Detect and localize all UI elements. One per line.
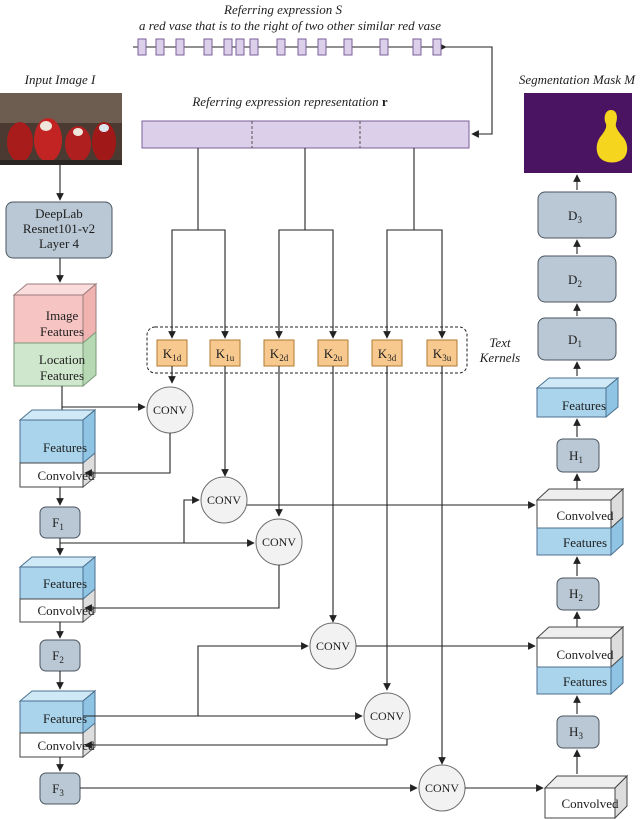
kernel-k2u: K2u <box>317 339 349 367</box>
f1-label: F1 <box>52 515 64 532</box>
feature-stack <box>12 282 98 388</box>
word-token <box>379 38 389 56</box>
conv-node-3: CONV <box>255 518 303 566</box>
word-token <box>412 38 422 56</box>
encoder-cube-3 <box>18 689 97 759</box>
decoder-block-d2 <box>537 255 617 303</box>
decoder-cube1-features-label: Features <box>563 535 607 550</box>
d2-label: D2 <box>568 272 582 289</box>
word-token <box>175 38 185 56</box>
h-block-h1 <box>556 438 600 473</box>
image-features-line1: Image <box>46 308 79 323</box>
conv-node-2: CONV <box>200 476 248 524</box>
svg-text:CONV: CONV <box>262 535 296 549</box>
word-token <box>249 38 259 56</box>
deeplab-line1: DeepLab <box>35 206 83 221</box>
word-token <box>137 38 147 56</box>
conv-node-1: CONV <box>146 386 194 434</box>
text-kernels-label-line1: Text <box>489 335 511 350</box>
word-token <box>203 38 213 56</box>
kernel-k3d: K3d <box>371 339 403 367</box>
svg-text:K2d: K2d <box>270 346 289 363</box>
decoder-cube-2 <box>535 625 625 696</box>
representation-vector <box>141 120 470 149</box>
cube1-convolved-label: Convolved <box>37 468 95 483</box>
location-features-line2: Features <box>40 368 84 383</box>
svg-text:CONV: CONV <box>425 781 459 795</box>
svg-text:K3d: K3d <box>378 346 397 363</box>
word-token <box>276 38 286 56</box>
h2-label: H2 <box>569 586 583 603</box>
location-features-line1: Location <box>39 352 86 367</box>
image-features-line2: Features <box>40 324 84 339</box>
word-token <box>223 38 233 56</box>
kernel-k1u: K1u <box>209 339 241 367</box>
decoder-cube3-convolved-label: Convolved <box>561 796 619 811</box>
representation-title: Referring expression representation r <box>191 94 388 109</box>
decoder-features-label: Features <box>562 398 606 413</box>
word-token <box>343 38 353 56</box>
decoder-cube-3 <box>543 774 629 819</box>
representation-symbol: r <box>382 94 388 109</box>
conv-node-5: CONV <box>363 692 411 740</box>
referring-expression-text: a red vase that is to the right of two o… <box>139 18 441 33</box>
h3-label: H3 <box>569 724 583 741</box>
word-token <box>297 38 307 56</box>
word-token <box>432 38 442 56</box>
svg-text:CONV: CONV <box>153 403 187 417</box>
referring-expression-title: Referring expression S <box>223 2 342 17</box>
cube2-features-label: Features <box>43 576 87 591</box>
deeplab-backbone-box <box>5 201 113 259</box>
decoder-features-cube <box>535 376 620 419</box>
d3-label: D3 <box>568 208 582 225</box>
f3-label: F3 <box>52 781 64 798</box>
kernel-k2d: K2d <box>263 339 295 367</box>
decoder-cube2-convolved-label: Convolved <box>556 647 614 662</box>
representation-title-text: Referring expression representation <box>191 94 378 109</box>
cube2-convolved-label: Convolved <box>37 603 95 618</box>
representation-branches <box>168 148 446 339</box>
svg-text:CONV: CONV <box>370 709 404 723</box>
decoder-block-d3 <box>537 191 617 239</box>
cube3-convolved-label: Convolved <box>37 738 95 753</box>
encoder-cube-1 <box>18 408 97 489</box>
svg-text:K3u: K3u <box>433 346 452 363</box>
d1-label: D1 <box>568 332 582 349</box>
svg-text:K1d: K1d <box>163 346 182 363</box>
decoder-block-d1 <box>537 317 617 361</box>
f2-label: F2 <box>52 648 64 665</box>
cube1-features-label: Features <box>43 440 87 455</box>
conv-node-6: CONV <box>418 764 466 812</box>
deeplab-line2: Resnet101-v2 <box>23 221 95 236</box>
cube3-features-label: Features <box>43 711 87 726</box>
segmentation-mask-title: Segmentation Mask M <box>519 72 636 87</box>
decoder-cube1-convolved-label: Convolved <box>556 508 614 523</box>
svg-text:K1u: K1u <box>216 346 235 363</box>
word-token <box>155 38 165 56</box>
word-token <box>317 38 327 56</box>
text-kernels-group <box>146 326 468 374</box>
word-token <box>235 38 245 56</box>
decoder-cube-1 <box>535 487 625 557</box>
conv-node-4: CONV <box>309 622 357 670</box>
svg-text:CONV: CONV <box>316 639 350 653</box>
h1-label: H1 <box>569 448 583 465</box>
token-sequence <box>133 38 447 56</box>
kernel-k3u: K3u <box>426 339 458 367</box>
input-image-title: Input Image I <box>24 72 96 87</box>
kernel-k1d: K1d <box>156 339 188 367</box>
text-kernels-label-line2: Kernels <box>479 350 520 365</box>
h-block-h3 <box>556 715 600 749</box>
svg-text:CONV: CONV <box>207 493 241 507</box>
deeplab-line3: Layer 4 <box>39 236 80 251</box>
decoder-cube2-features-label: Features <box>563 674 607 689</box>
svg-text:K2u: K2u <box>324 346 343 363</box>
encoder-cube-2 <box>18 555 97 624</box>
input-image <box>0 93 122 165</box>
h-block-h2 <box>556 577 600 611</box>
segmentation-mask <box>524 93 632 173</box>
